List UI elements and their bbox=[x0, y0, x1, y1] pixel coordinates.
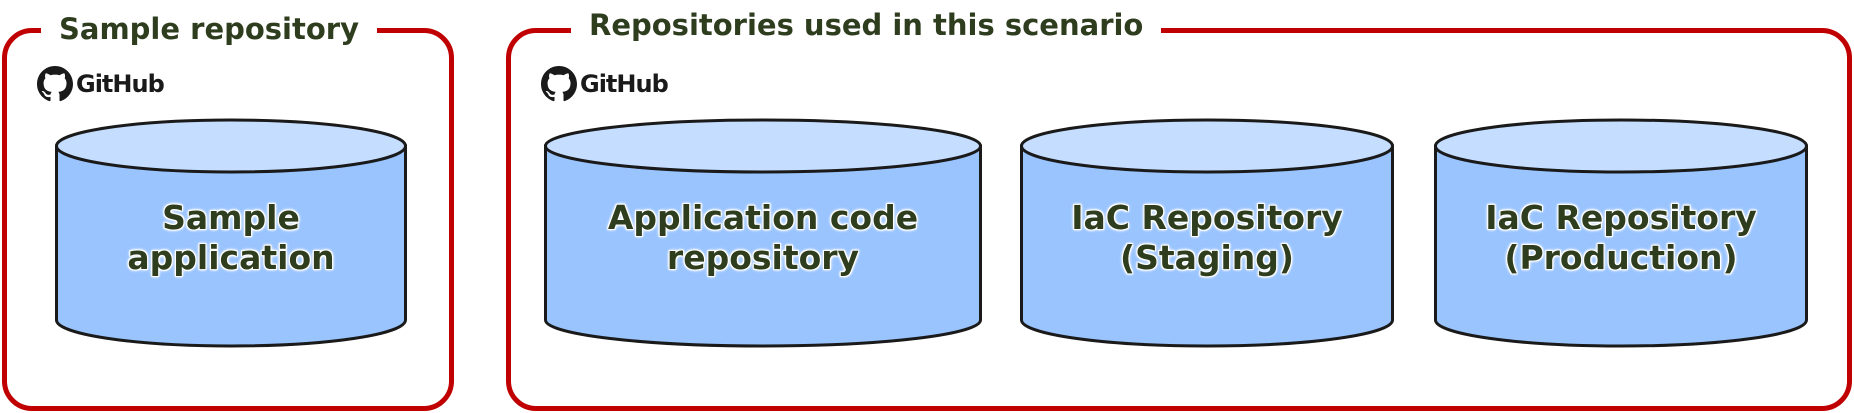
scenario-repositories-group: Repositories used in this scenario bbox=[506, 5, 1852, 411]
repository-cylinder-application-code: Application code repository bbox=[544, 118, 982, 348]
cylinder-body bbox=[544, 144, 982, 348]
cylinder-shape bbox=[55, 118, 407, 348]
cylinder-shape bbox=[1020, 118, 1394, 348]
github-brand: GitHub bbox=[541, 66, 669, 102]
cylinder-top bbox=[1020, 118, 1394, 174]
github-brand: GitHub bbox=[37, 66, 165, 102]
github-icon bbox=[541, 66, 577, 102]
sample-repository-group: Sample repository bbox=[2, 9, 454, 411]
cylinder-top bbox=[55, 118, 407, 174]
cylinder-body bbox=[55, 144, 407, 348]
cylinder-shape bbox=[1434, 118, 1808, 348]
cylinder-top bbox=[544, 118, 982, 174]
cylinder-shape bbox=[544, 118, 982, 348]
repository-label: IaC Repository (Production) bbox=[1485, 198, 1757, 277]
github-label: GitHub bbox=[580, 70, 669, 98]
repository-label: IaC Repository (Staging) bbox=[1071, 198, 1343, 277]
repository-label: Application code repository bbox=[607, 198, 919, 277]
repository-label: Sample application bbox=[127, 198, 335, 277]
group-title: Repositories used in this scenario bbox=[571, 5, 1162, 45]
cylinder-top bbox=[1434, 118, 1808, 174]
repository-cylinder-sample-application: Sample application bbox=[55, 118, 407, 348]
group-title: Sample repository bbox=[41, 9, 377, 49]
cylinder-body bbox=[1020, 144, 1394, 348]
github-icon bbox=[37, 66, 73, 102]
repository-cylinder-iac-staging: IaC Repository (Staging) bbox=[1020, 118, 1394, 348]
cylinder-body bbox=[1434, 144, 1808, 348]
github-label: GitHub bbox=[76, 70, 165, 98]
repository-cylinder-iac-production: IaC Repository (Production) bbox=[1434, 118, 1808, 348]
